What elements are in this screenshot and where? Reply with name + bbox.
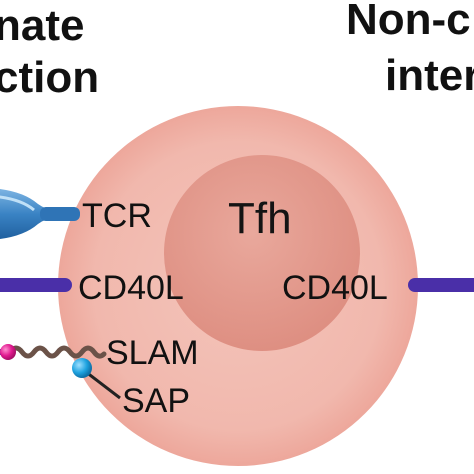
- tfh-cell-nucleus: [164, 155, 360, 351]
- slam-molecule: [0, 344, 107, 360]
- left-header-line1: nate: [0, 1, 84, 50]
- tcr-label: TCR: [82, 197, 152, 235]
- left-header-line2: ction: [0, 53, 99, 102]
- sap-molecule: [72, 358, 121, 400]
- cd40l-right-label: CD40L: [282, 269, 388, 307]
- tcr-highlight: [0, 195, 35, 212]
- slam-chain: [7, 345, 107, 359]
- slam-label: SLAM: [106, 334, 199, 372]
- cell-name-label: Tfh: [228, 194, 292, 243]
- right-header-line2: inter: [385, 51, 474, 100]
- right-header-line1: Non-c: [346, 0, 471, 44]
- slam-ligand-ball: [0, 344, 16, 360]
- sap-ball: [72, 358, 92, 378]
- cd40l-right-bar: [408, 278, 474, 292]
- tcr-stem: [40, 207, 80, 221]
- cd40l-left-label: CD40L: [78, 269, 184, 307]
- sap-leader-line: [85, 370, 121, 400]
- tcr-receptor: [0, 189, 80, 239]
- sap-label: SAP: [122, 382, 190, 420]
- cd40l-left-bar: [0, 278, 72, 292]
- tfh-cell: [58, 106, 418, 466]
